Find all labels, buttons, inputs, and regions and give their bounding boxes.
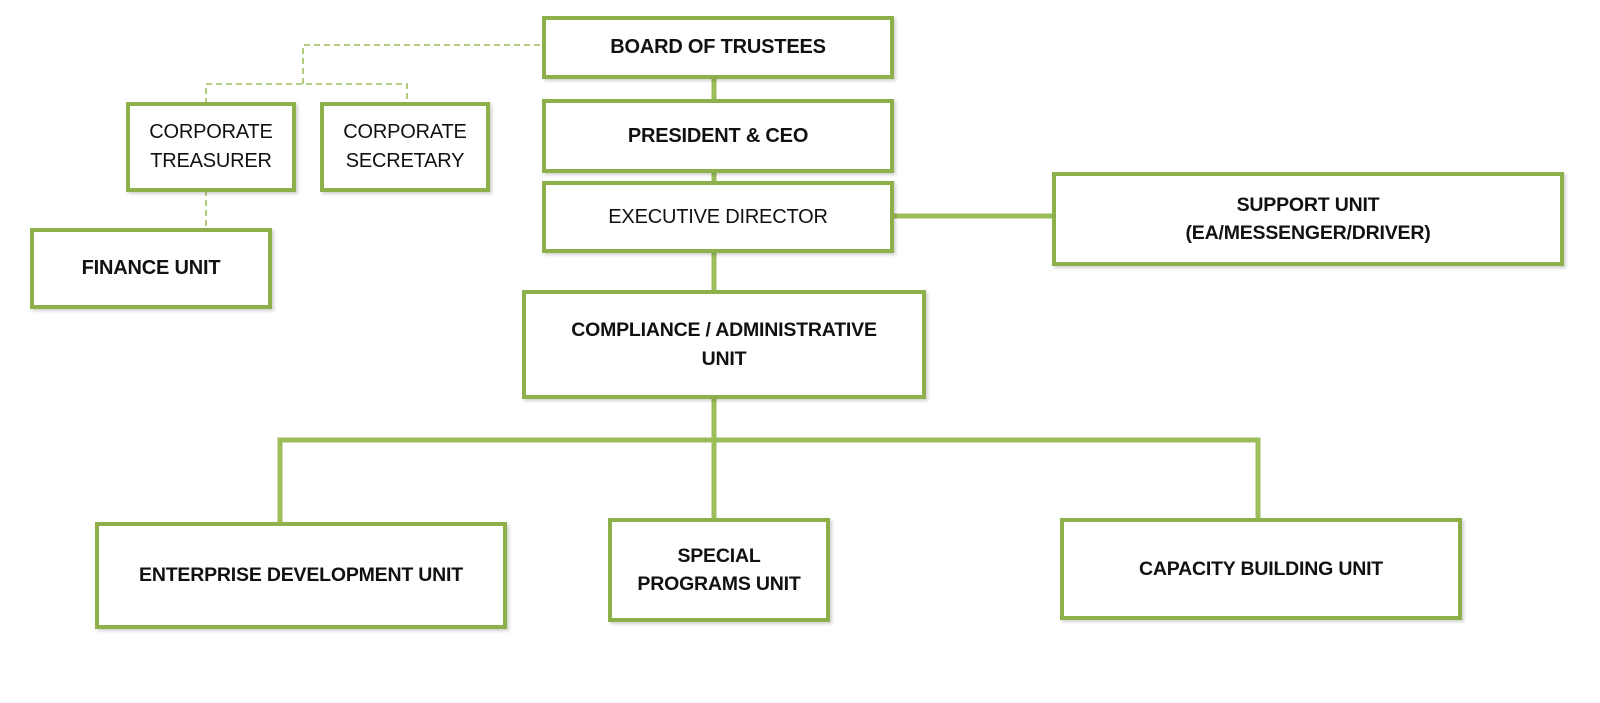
connector-officers-bar	[205, 83, 408, 104]
node-compliance-administrative-unit: COMPLIANCE / ADMINISTRATIVE UNIT	[522, 290, 926, 399]
node-label: SUPPORT UNIT	[1236, 193, 1380, 216]
node-label: BOARD OF TRUSTEES	[610, 36, 826, 58]
node-label: PRESIDENT & CEO	[627, 124, 809, 147]
node-corporate-treasurer: CORPORATE TREASURER	[126, 102, 296, 192]
node-label: CORPORATE	[343, 121, 467, 143]
node-president-ceo: PRESIDENT & CEO	[542, 99, 894, 173]
node-board-of-trustees: BOARD OF TRUSTEES	[542, 16, 894, 79]
node-label: UNIT	[701, 347, 747, 370]
node-label: EXECUTIVE DIRECTOR	[608, 205, 828, 228]
node-executive-director: EXECUTIVE DIRECTOR	[542, 181, 894, 253]
node-label: PROGRAMS UNIT	[637, 573, 801, 595]
node-enterprise-development-unit: ENTERPRISE DEVELOPMENT UNIT	[95, 522, 507, 629]
connector-board-to-officers	[302, 44, 540, 84]
node-support-unit: SUPPORT UNIT (EA/MESSENGER/DRIVER)	[1052, 172, 1564, 266]
node-label: CORPORATE	[149, 121, 273, 143]
connector-units-bar	[277, 437, 1261, 522]
node-capacity-building-unit: CAPACITY BUILDING UNIT	[1060, 518, 1462, 620]
node-finance-unit: FINANCE UNIT	[30, 228, 272, 309]
node-label: CAPACITY BUILDING UNIT	[1138, 557, 1384, 580]
node-label: SECRETARY	[345, 150, 465, 172]
node-label: COMPLIANCE / ADMINISTRATIVE	[571, 319, 877, 342]
node-label: (EA/MESSENGER/DRIVER)	[1185, 222, 1431, 244]
node-corporate-secretary: CORPORATE SECRETARY	[320, 102, 490, 192]
node-label: FINANCE UNIT	[81, 257, 221, 279]
node-special-programs-unit: SPECIAL PROGRAMS UNIT	[608, 518, 830, 622]
node-label: TREASURER	[150, 150, 272, 172]
node-label: SPECIAL	[677, 544, 761, 567]
node-label: ENTERPRISE DEVELOPMENT UNIT	[139, 564, 463, 587]
